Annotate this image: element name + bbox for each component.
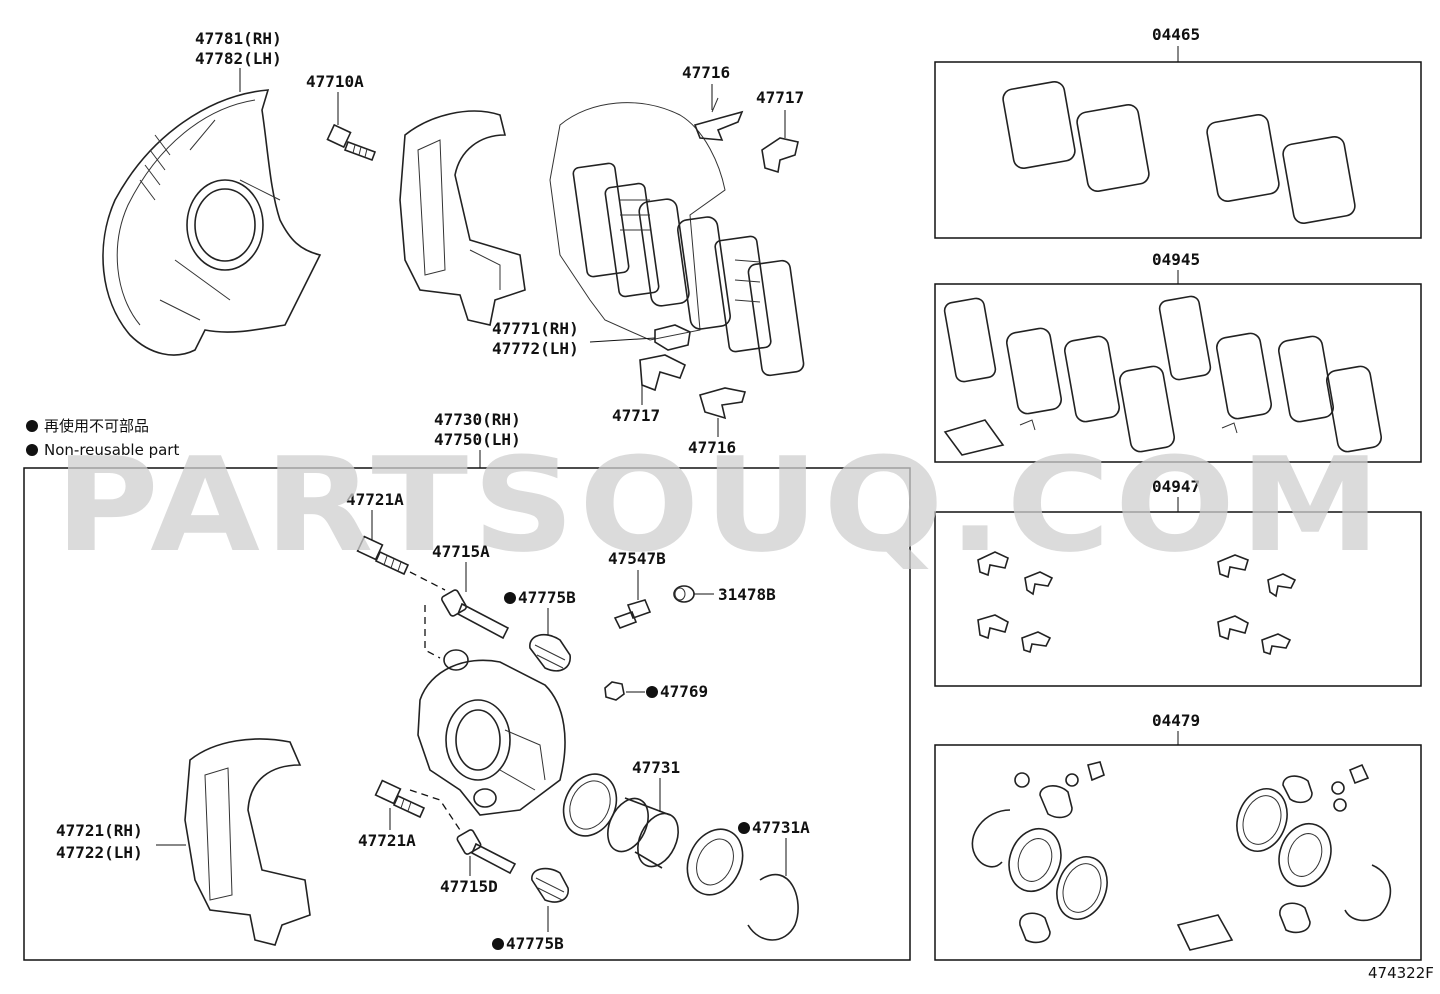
kit-label-04479: 04479 — [1152, 711, 1200, 730]
caliper-bolt-47710A[interactable] — [326, 123, 377, 162]
caliper-mounting-upper[interactable] — [399, 110, 526, 326]
label-47730: 47730(RH) — [434, 410, 521, 429]
boot-47775B-upper[interactable] — [529, 633, 571, 672]
label-47775B-upper: 47775B — [518, 588, 576, 607]
pad-support-plate-47716-upper[interactable] — [693, 97, 744, 141]
nut-47769[interactable] — [604, 681, 625, 701]
label-47750: 47750(LH) — [434, 430, 521, 449]
label-47731: 47731 — [632, 758, 680, 777]
non-reusable-dot-icon — [504, 592, 516, 604]
label-47717-lower: 47717 — [612, 406, 660, 425]
caliper-mounting-lower[interactable] — [184, 738, 311, 946]
kit-label-04945: 04945 — [1152, 250, 1200, 269]
label-47781: 47781(RH) — [195, 29, 282, 48]
legend-jp: 再使用不可部品 — [44, 417, 149, 435]
label-47710A: 47710A — [306, 72, 364, 91]
kit-label-04947: 04947 — [1152, 477, 1200, 496]
kit-box-04947[interactable] — [934, 511, 1422, 687]
kit-box-04465[interactable] — [934, 61, 1422, 239]
label-47715D: 47715D — [440, 877, 498, 896]
pad-support-plate-47717-upper[interactable] — [761, 137, 799, 174]
kit-04947-clips — [977, 551, 1297, 656]
kit-label-04465: 04465 — [1152, 25, 1200, 44]
non-reusable-dot-icon — [492, 938, 504, 950]
bleeder-cap-31478B[interactable] — [673, 585, 695, 603]
caliper-assembly-frame — [23, 467, 911, 961]
label-47772: 47772(LH) — [492, 339, 579, 358]
bleeder-plug-47547B[interactable] — [613, 599, 652, 630]
label-47716-upper: 47716 — [682, 63, 730, 82]
label-47769: 47769 — [660, 682, 708, 701]
non-reusable-dot-icon — [26, 420, 38, 432]
anti-squeal-clip-47771[interactable] — [654, 324, 691, 351]
pad-support-plate-47717-lower[interactable] — [639, 354, 687, 392]
label-47721: 47721(RH) — [56, 821, 143, 840]
disc-brake-dust-cover[interactable] — [102, 89, 322, 356]
cylinder-piston-47731[interactable] — [600, 792, 686, 873]
slide-pin-47715A[interactable] — [441, 589, 510, 640]
figure-code: 474322F — [1368, 964, 1434, 982]
label-47722: 47722(LH) — [56, 843, 143, 862]
bolt-47721A-lower[interactable] — [374, 779, 426, 819]
kit-04945-pads-shims — [943, 295, 1383, 456]
label-47547B: 47547B — [608, 549, 666, 568]
kit-box-04479[interactable] — [934, 744, 1422, 961]
non-reusable-dot-icon — [646, 686, 658, 698]
non-reusable-dot-icon — [738, 822, 750, 834]
kit-04479-seals-boots — [971, 761, 1392, 951]
watermark: PARTSOUQ.COM — [55, 429, 1385, 581]
caliper-cylinder-body[interactable] — [417, 649, 566, 816]
boot-47775B-lower[interactable] — [531, 867, 569, 903]
cylinder-boot-47731A[interactable] — [677, 820, 799, 941]
label-47782: 47782(LH) — [195, 49, 282, 68]
bolt-47721A-upper[interactable] — [356, 535, 410, 576]
label-47715A: 47715A — [432, 542, 490, 561]
label-47717-upper: 47717 — [756, 88, 804, 107]
brake-pads-cluster[interactable] — [549, 102, 805, 377]
label-47731A: 47731A — [752, 818, 810, 837]
label-47721A-upper: 47721A — [346, 490, 404, 509]
piston-seal-ring[interactable] — [554, 765, 626, 844]
label-47775B-lower: 47775B — [506, 934, 564, 953]
label-47771: 47771(RH) — [492, 319, 579, 338]
pad-support-plate-47716-lower[interactable] — [699, 387, 747, 420]
non-reusable-dot-icon — [26, 444, 38, 456]
kit-box-04945[interactable] — [934, 283, 1422, 463]
label-31478B: 31478B — [718, 585, 776, 604]
label-47721A-lower: 47721A — [358, 831, 416, 850]
slide-pin-47715D[interactable] — [456, 829, 517, 875]
label-47716-lower: 47716 — [688, 438, 736, 457]
legend-en: Non-reusable part — [44, 441, 179, 459]
kit-04465-pads — [1002, 81, 1356, 224]
